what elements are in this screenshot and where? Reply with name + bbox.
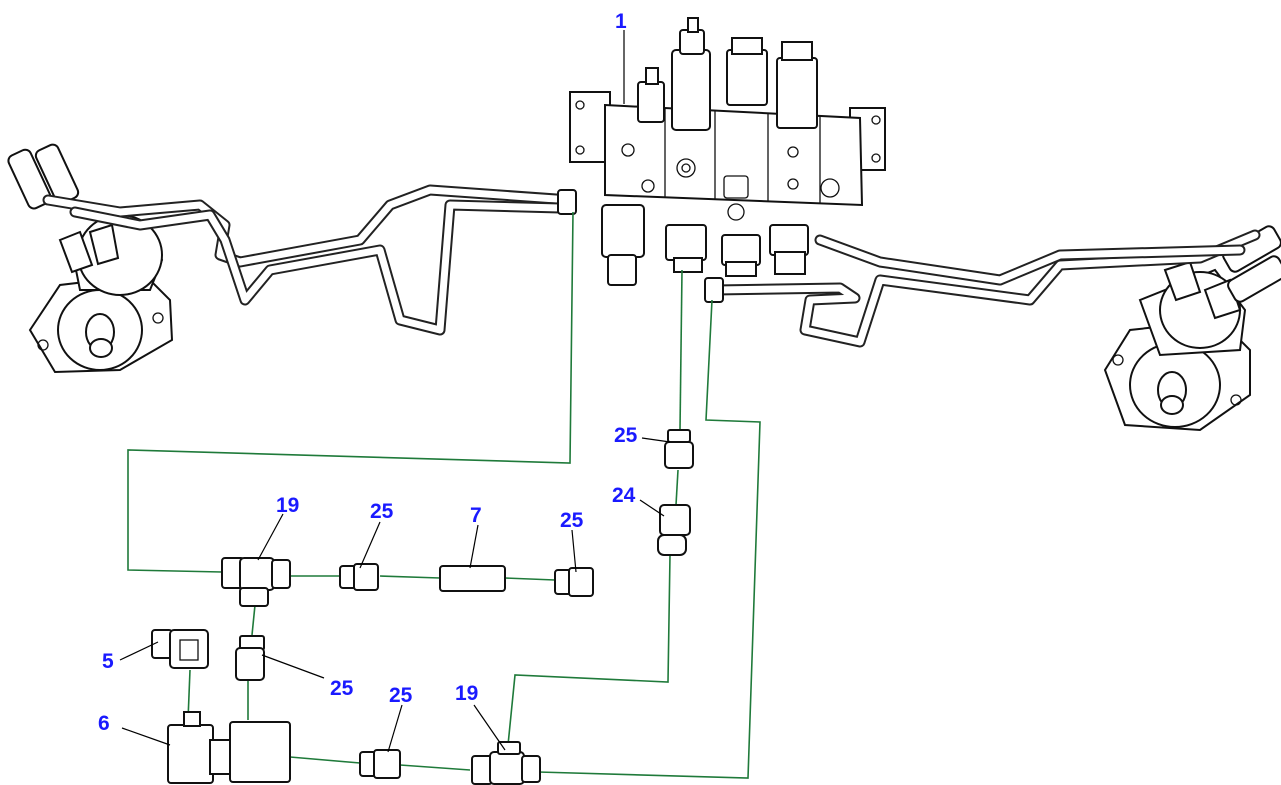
- fitting-adapter-25-lower-left: [235, 635, 265, 681]
- left-hydraulic-motor: [7, 143, 174, 374]
- fitting-adapter-25-upper-right: [664, 429, 694, 469]
- fitting-adapter-25-middle: [339, 563, 379, 591]
- hydraulic-tubing: [42, 184, 1261, 348]
- callout-1-valve-block: 1: [615, 10, 627, 33]
- callout-6-solenoid-valve: 6: [98, 712, 110, 735]
- callout-25-right: 25: [560, 509, 584, 532]
- valve-block-assembly: [569, 17, 886, 286]
- fitting-24: [657, 504, 691, 556]
- fitting-tee-19-upper: [221, 557, 291, 607]
- hose-routing-lines: [127, 211, 761, 779]
- callout-7-filter: 7: [470, 504, 482, 527]
- callout-25-bottom: 25: [389, 684, 413, 707]
- solenoid-connector-5: [151, 629, 209, 669]
- fitting-adapter-25-right: [554, 567, 594, 597]
- callouts: 1 25 24 19 25 7 25 5 25 6 25 19: [98, 10, 638, 735]
- callout-5-solenoid-connector: 5: [102, 650, 114, 673]
- callout-19-lower: 19: [455, 682, 478, 705]
- solenoid-valve-6: [167, 711, 291, 784]
- callout-25-middle: 25: [370, 500, 394, 523]
- leader-lines: [119, 30, 671, 753]
- callout-19-upper: 19: [276, 494, 299, 517]
- callout-25-lower-left: 25: [330, 677, 354, 700]
- fitting-adapter-25-bottom: [359, 749, 401, 779]
- fitting-tee-19-lower: [471, 741, 541, 785]
- right-hydraulic-motor: [1103, 225, 1281, 432]
- callout-25-upper-right: 25: [614, 424, 638, 447]
- callout-24: 24: [612, 484, 636, 507]
- filter-7: [439, 565, 506, 592]
